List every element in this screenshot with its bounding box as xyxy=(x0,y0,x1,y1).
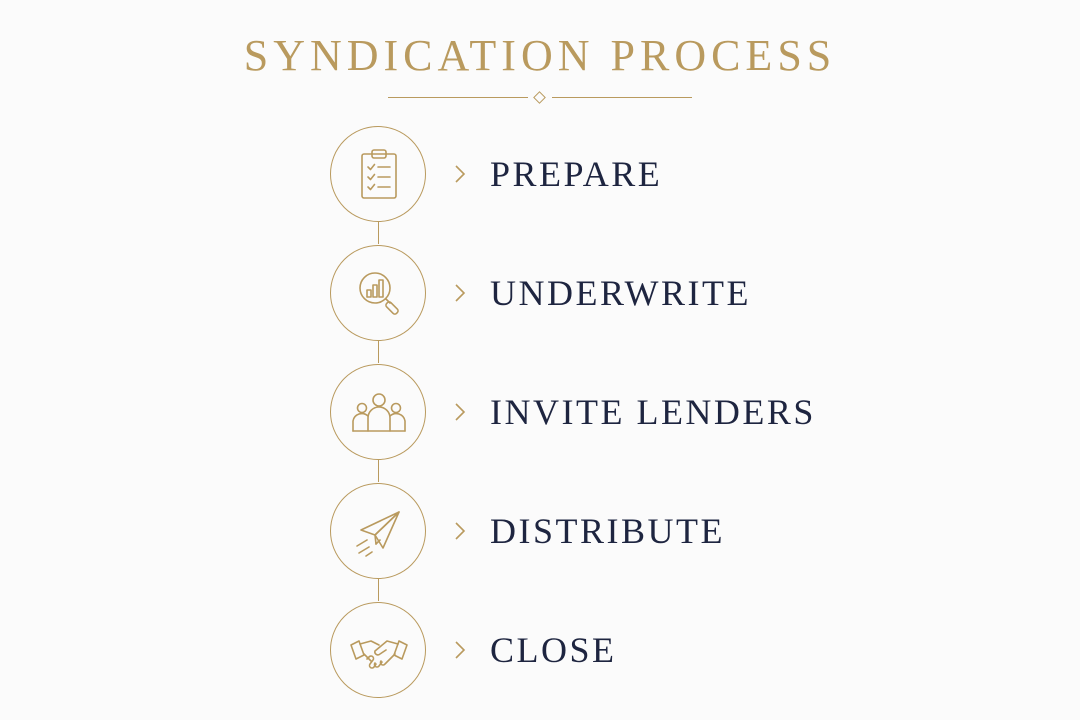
chevron-right-icon xyxy=(455,403,466,421)
connector-line-3 xyxy=(378,460,379,482)
handshake-icon xyxy=(350,640,408,669)
step-circle-close xyxy=(330,602,426,698)
page-title: SYNDICATION PROCESS xyxy=(243,31,837,80)
people-group-icon xyxy=(352,393,406,432)
paper-plane-icon xyxy=(356,511,400,557)
step-label-distribute: DISTRIBUTE xyxy=(490,511,725,551)
step-circle-prepare xyxy=(330,126,426,222)
divider-line-left xyxy=(388,97,528,98)
chevron-right-icon xyxy=(455,165,466,183)
step-circle-underwrite xyxy=(330,245,426,341)
clipboard-checklist-icon xyxy=(361,149,397,199)
step-label-prepare: PREPARE xyxy=(490,154,663,194)
chevron-right-icon xyxy=(455,284,466,302)
chevron-right-icon xyxy=(455,522,466,540)
title-divider xyxy=(388,88,692,108)
step-label-close: CLOSE xyxy=(490,630,617,670)
chevron-right-icon xyxy=(455,641,466,659)
connector-line-2 xyxy=(378,341,379,363)
step-label-underwrite: UNDERWRITE xyxy=(490,273,751,313)
divider-diamond xyxy=(533,91,546,104)
divider-line-right xyxy=(552,97,692,98)
step-circle-invite-lenders xyxy=(330,364,426,460)
connector-line-4 xyxy=(378,579,379,601)
step-circle-distribute xyxy=(330,483,426,579)
step-label-invite-lenders: INVITE LENDERS xyxy=(490,392,816,432)
magnifier-chart-icon xyxy=(359,272,399,315)
connector-line-1 xyxy=(378,222,379,244)
